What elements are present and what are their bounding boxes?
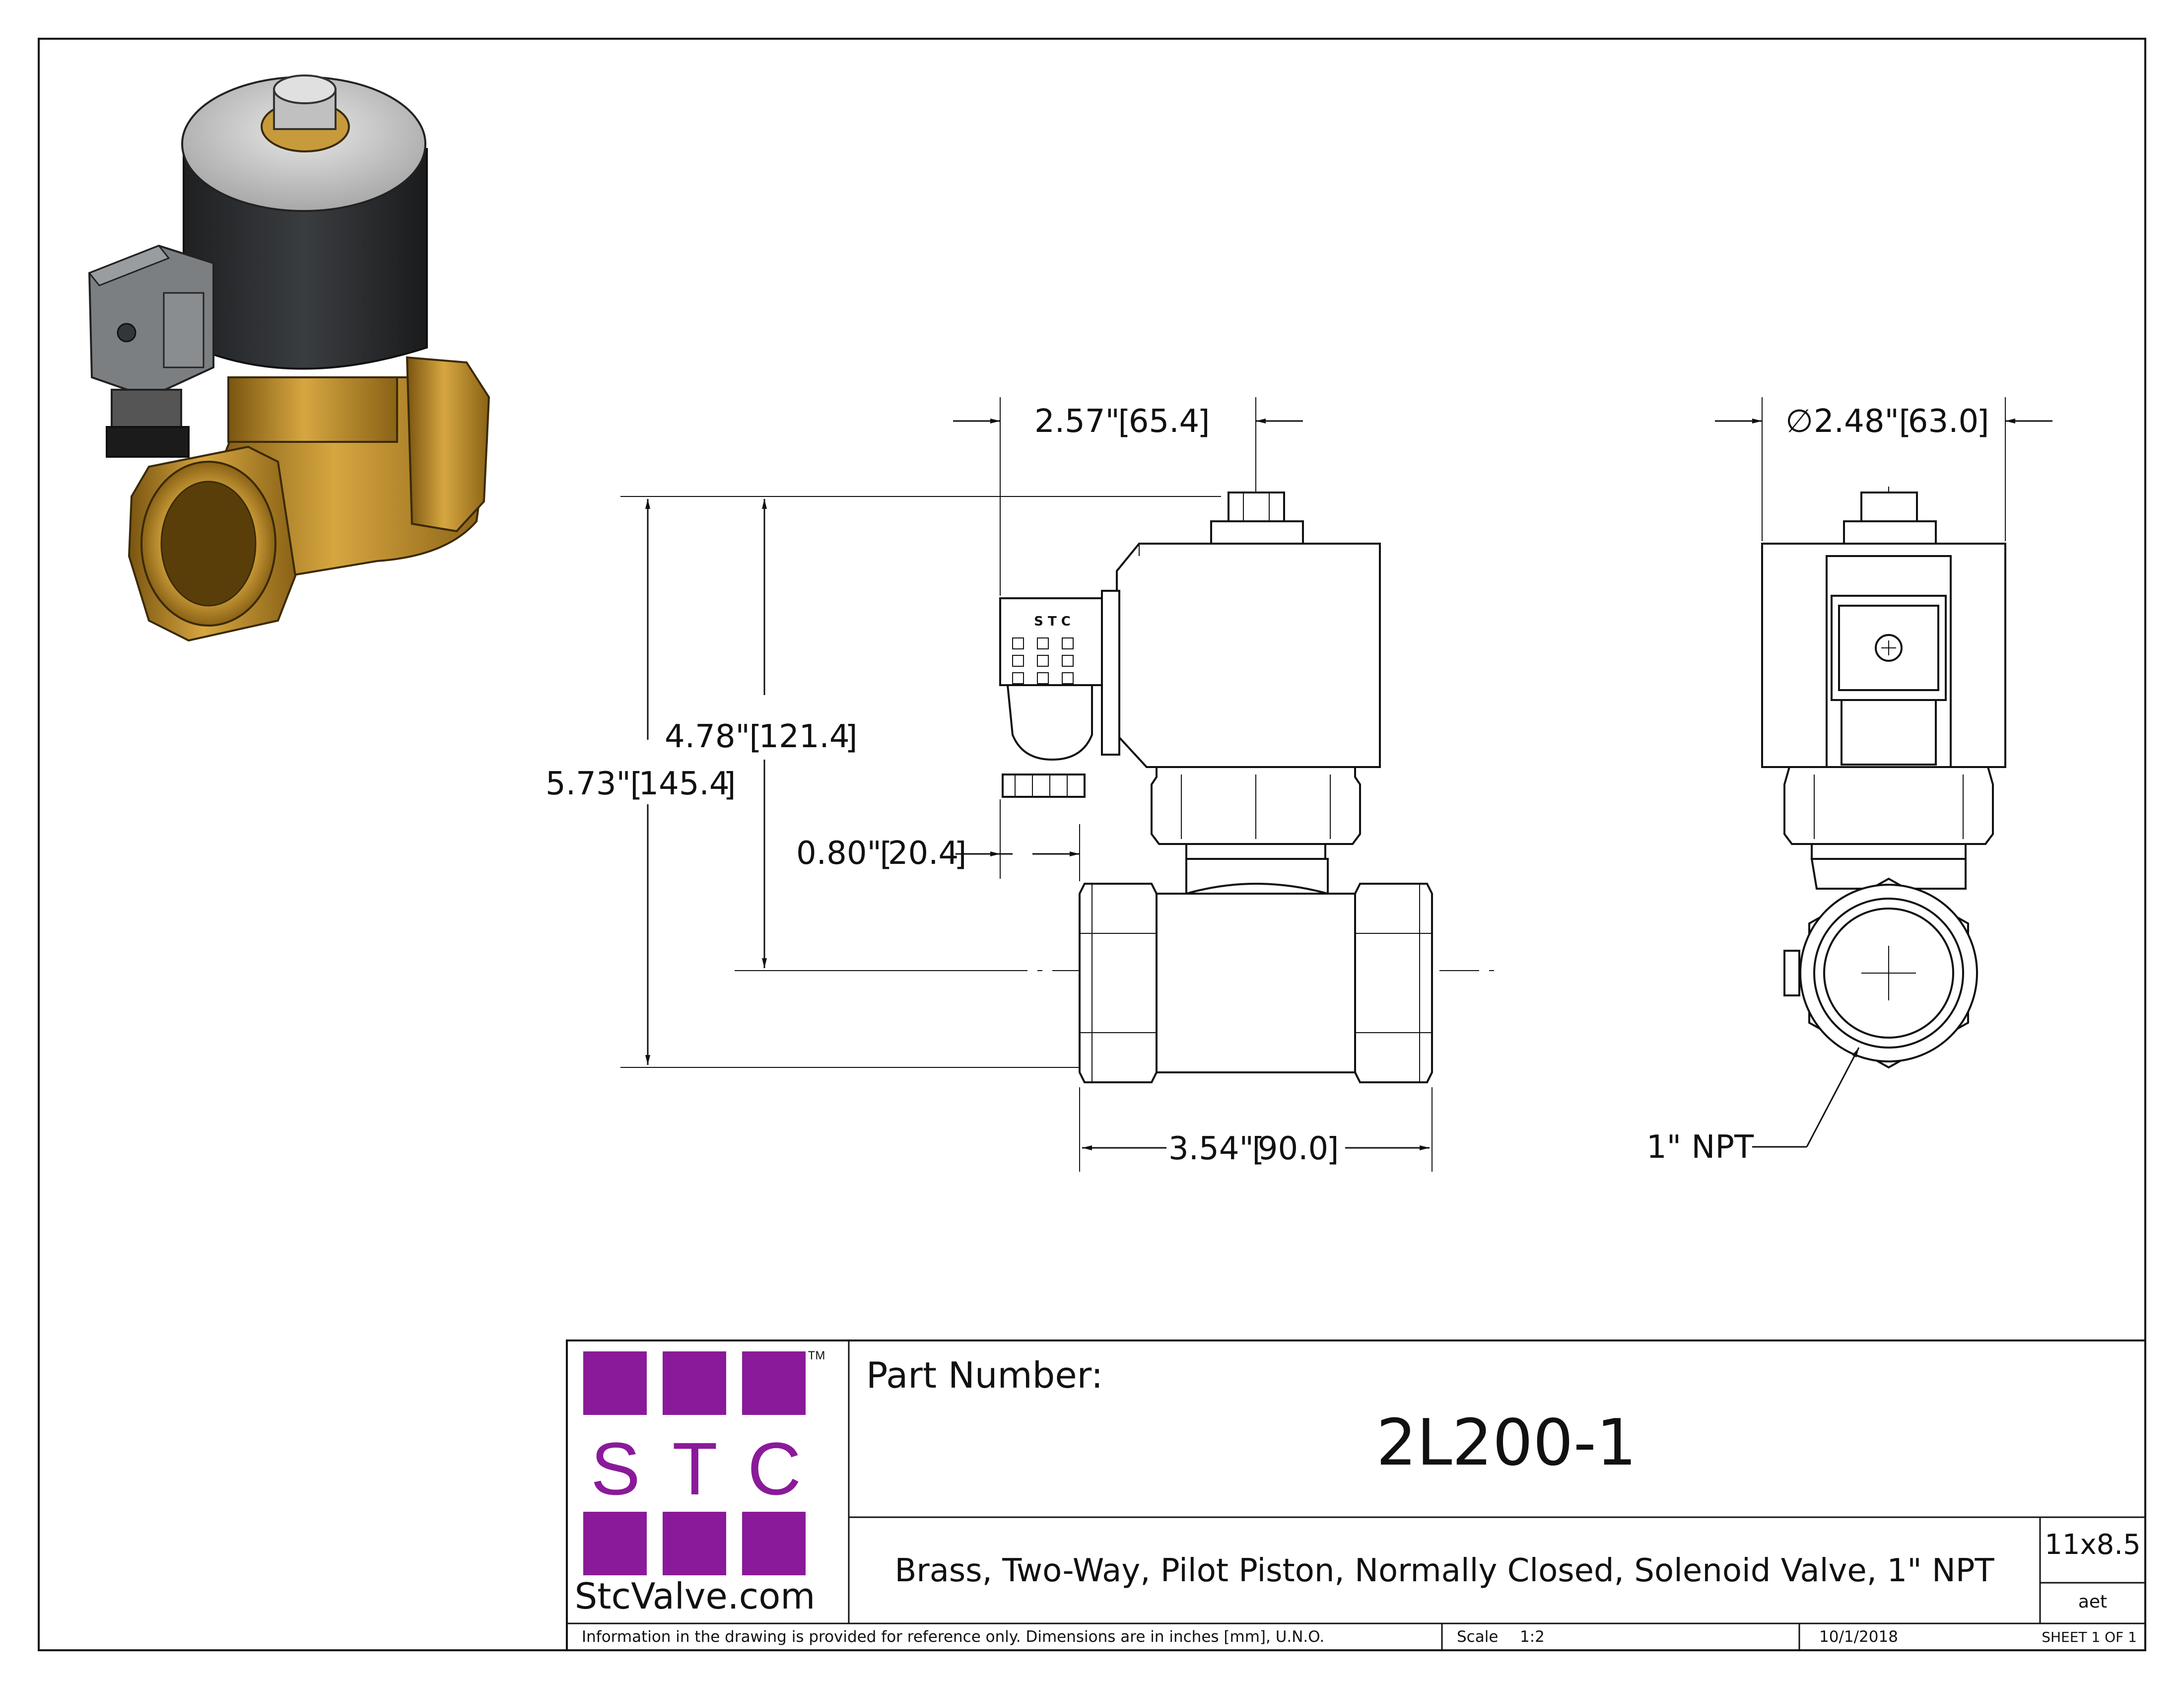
npt-callout: 1" NPT: [1646, 1129, 1754, 1166]
svg-text:]: ]: [1977, 404, 1989, 441]
dim-5-73-mm: 145.4: [638, 766, 729, 802]
svg-text:]: ]: [724, 767, 736, 803]
dim-4-78: 4.78" [ 121.4 ]: [665, 718, 857, 756]
part-number-label: Part Number:: [866, 1354, 1103, 1396]
website-link[interactable]: StcValve.com: [575, 1575, 816, 1617]
title-block: S T C TM StcValve.com Part Number: 2L200…: [566, 1339, 2146, 1651]
disclaimer: Information in the drawing is provided f…: [582, 1628, 1324, 1646]
svg-text:[: [: [750, 719, 762, 756]
dim-4-78-mm: 121.4: [758, 718, 849, 755]
valve-3d-render: [88, 74, 490, 642]
scale-label: Scale: [1457, 1628, 1498, 1646]
svg-text:[: [: [1252, 1131, 1265, 1168]
dim-diameter-symbol: ∅: [1785, 403, 1813, 440]
svg-text:]: ]: [955, 836, 967, 873]
scale-value: 1:2: [1520, 1628, 1545, 1646]
svg-text:]: ]: [845, 719, 858, 756]
connector-label: S T C: [1034, 614, 1071, 629]
svg-text:[: [: [880, 836, 892, 873]
dim-3-54-mm: 90.0: [1258, 1130, 1329, 1167]
dim-5-73: 5.73" [ 145.4 ]: [546, 766, 736, 803]
paper-size: 11x8.5: [2045, 1529, 2140, 1561]
sheet-number: SHEET 1 OF 1: [2042, 1629, 2137, 1645]
logo-letter-t: T: [672, 1427, 718, 1510]
dim-4-78-inch: 4.78": [665, 718, 750, 755]
svg-text:]: ]: [1327, 1131, 1339, 1168]
logo-letter-c: C: [748, 1427, 801, 1510]
dim-0-80-inch: 0.80": [796, 835, 882, 872]
drawn-by: aet: [2078, 1592, 2107, 1612]
drawing-date: 10/1/2018: [1819, 1628, 1898, 1646]
dim-2-57-inch: 2.57": [1034, 403, 1120, 440]
dim-diameter-mm: 63.0: [1908, 403, 1979, 440]
svg-text:[: [: [1118, 404, 1131, 441]
dim-3-54-inch: 3.54": [1168, 1130, 1254, 1167]
logo-trademark: TM: [808, 1349, 825, 1362]
svg-text:]: ]: [1198, 404, 1210, 441]
dim-5-73-inch: 5.73": [546, 766, 631, 802]
front-view: S T C: [988, 492, 1504, 1083]
dim-0-80-mm: 20.4: [888, 835, 959, 872]
side-view: [1761, 487, 2006, 1069]
dim-0-80: 0.80" [ 20.4 ]: [796, 835, 966, 873]
svg-text:[: [: [630, 767, 643, 803]
dim-3-54: 3.54" [ 90.0 ]: [1168, 1130, 1339, 1168]
dimension-lines: [620, 397, 2052, 1172]
dim-2-57: 2.57" [ 65.4 ]: [1034, 403, 1210, 441]
dim-2-57-mm: 65.4: [1129, 403, 1200, 440]
dim-diameter-inch: 2.48": [1814, 403, 1899, 440]
part-number: 2L200-1: [1376, 1406, 1637, 1480]
svg-text:[: [: [1899, 404, 1911, 441]
stc-logo: S T C TM: [583, 1349, 825, 1575]
logo-letter-s: S: [591, 1427, 640, 1510]
dim-diameter: ∅ 2.48" [ 63.0 ]: [1785, 403, 1989, 441]
part-description: Brass, Two-Way, Pilot Piston, Normally C…: [894, 1552, 1994, 1589]
